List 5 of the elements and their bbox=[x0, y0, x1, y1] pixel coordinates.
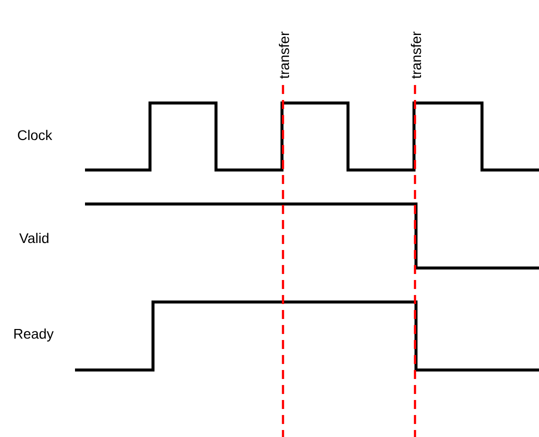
event-label: transfer bbox=[278, 32, 290, 79]
event-label: transfer bbox=[410, 32, 422, 79]
signal-label: Clock bbox=[18, 130, 52, 140]
signal-label: Ready bbox=[14, 328, 54, 342]
signal-label: Valid bbox=[19, 232, 48, 244]
